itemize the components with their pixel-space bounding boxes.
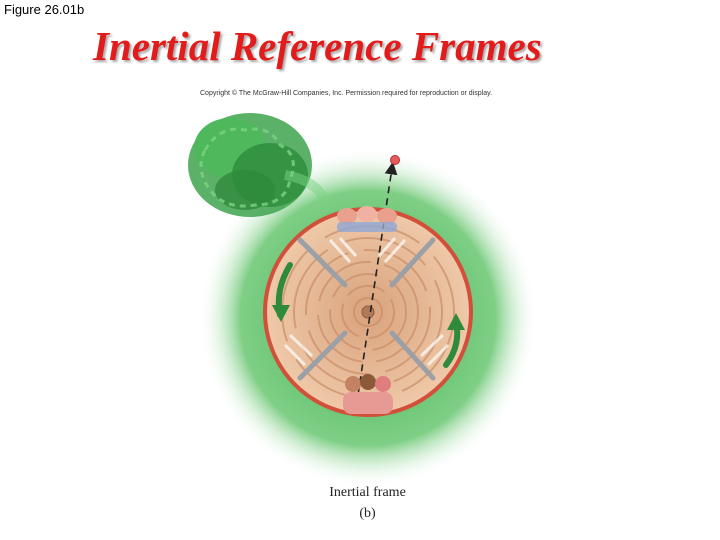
people-bottom	[343, 374, 393, 414]
caption-main: Inertial frame	[300, 485, 435, 501]
ball	[391, 156, 400, 165]
platform-hub	[362, 306, 374, 318]
caption-sub: (b)	[300, 506, 435, 522]
people-top	[337, 206, 397, 232]
